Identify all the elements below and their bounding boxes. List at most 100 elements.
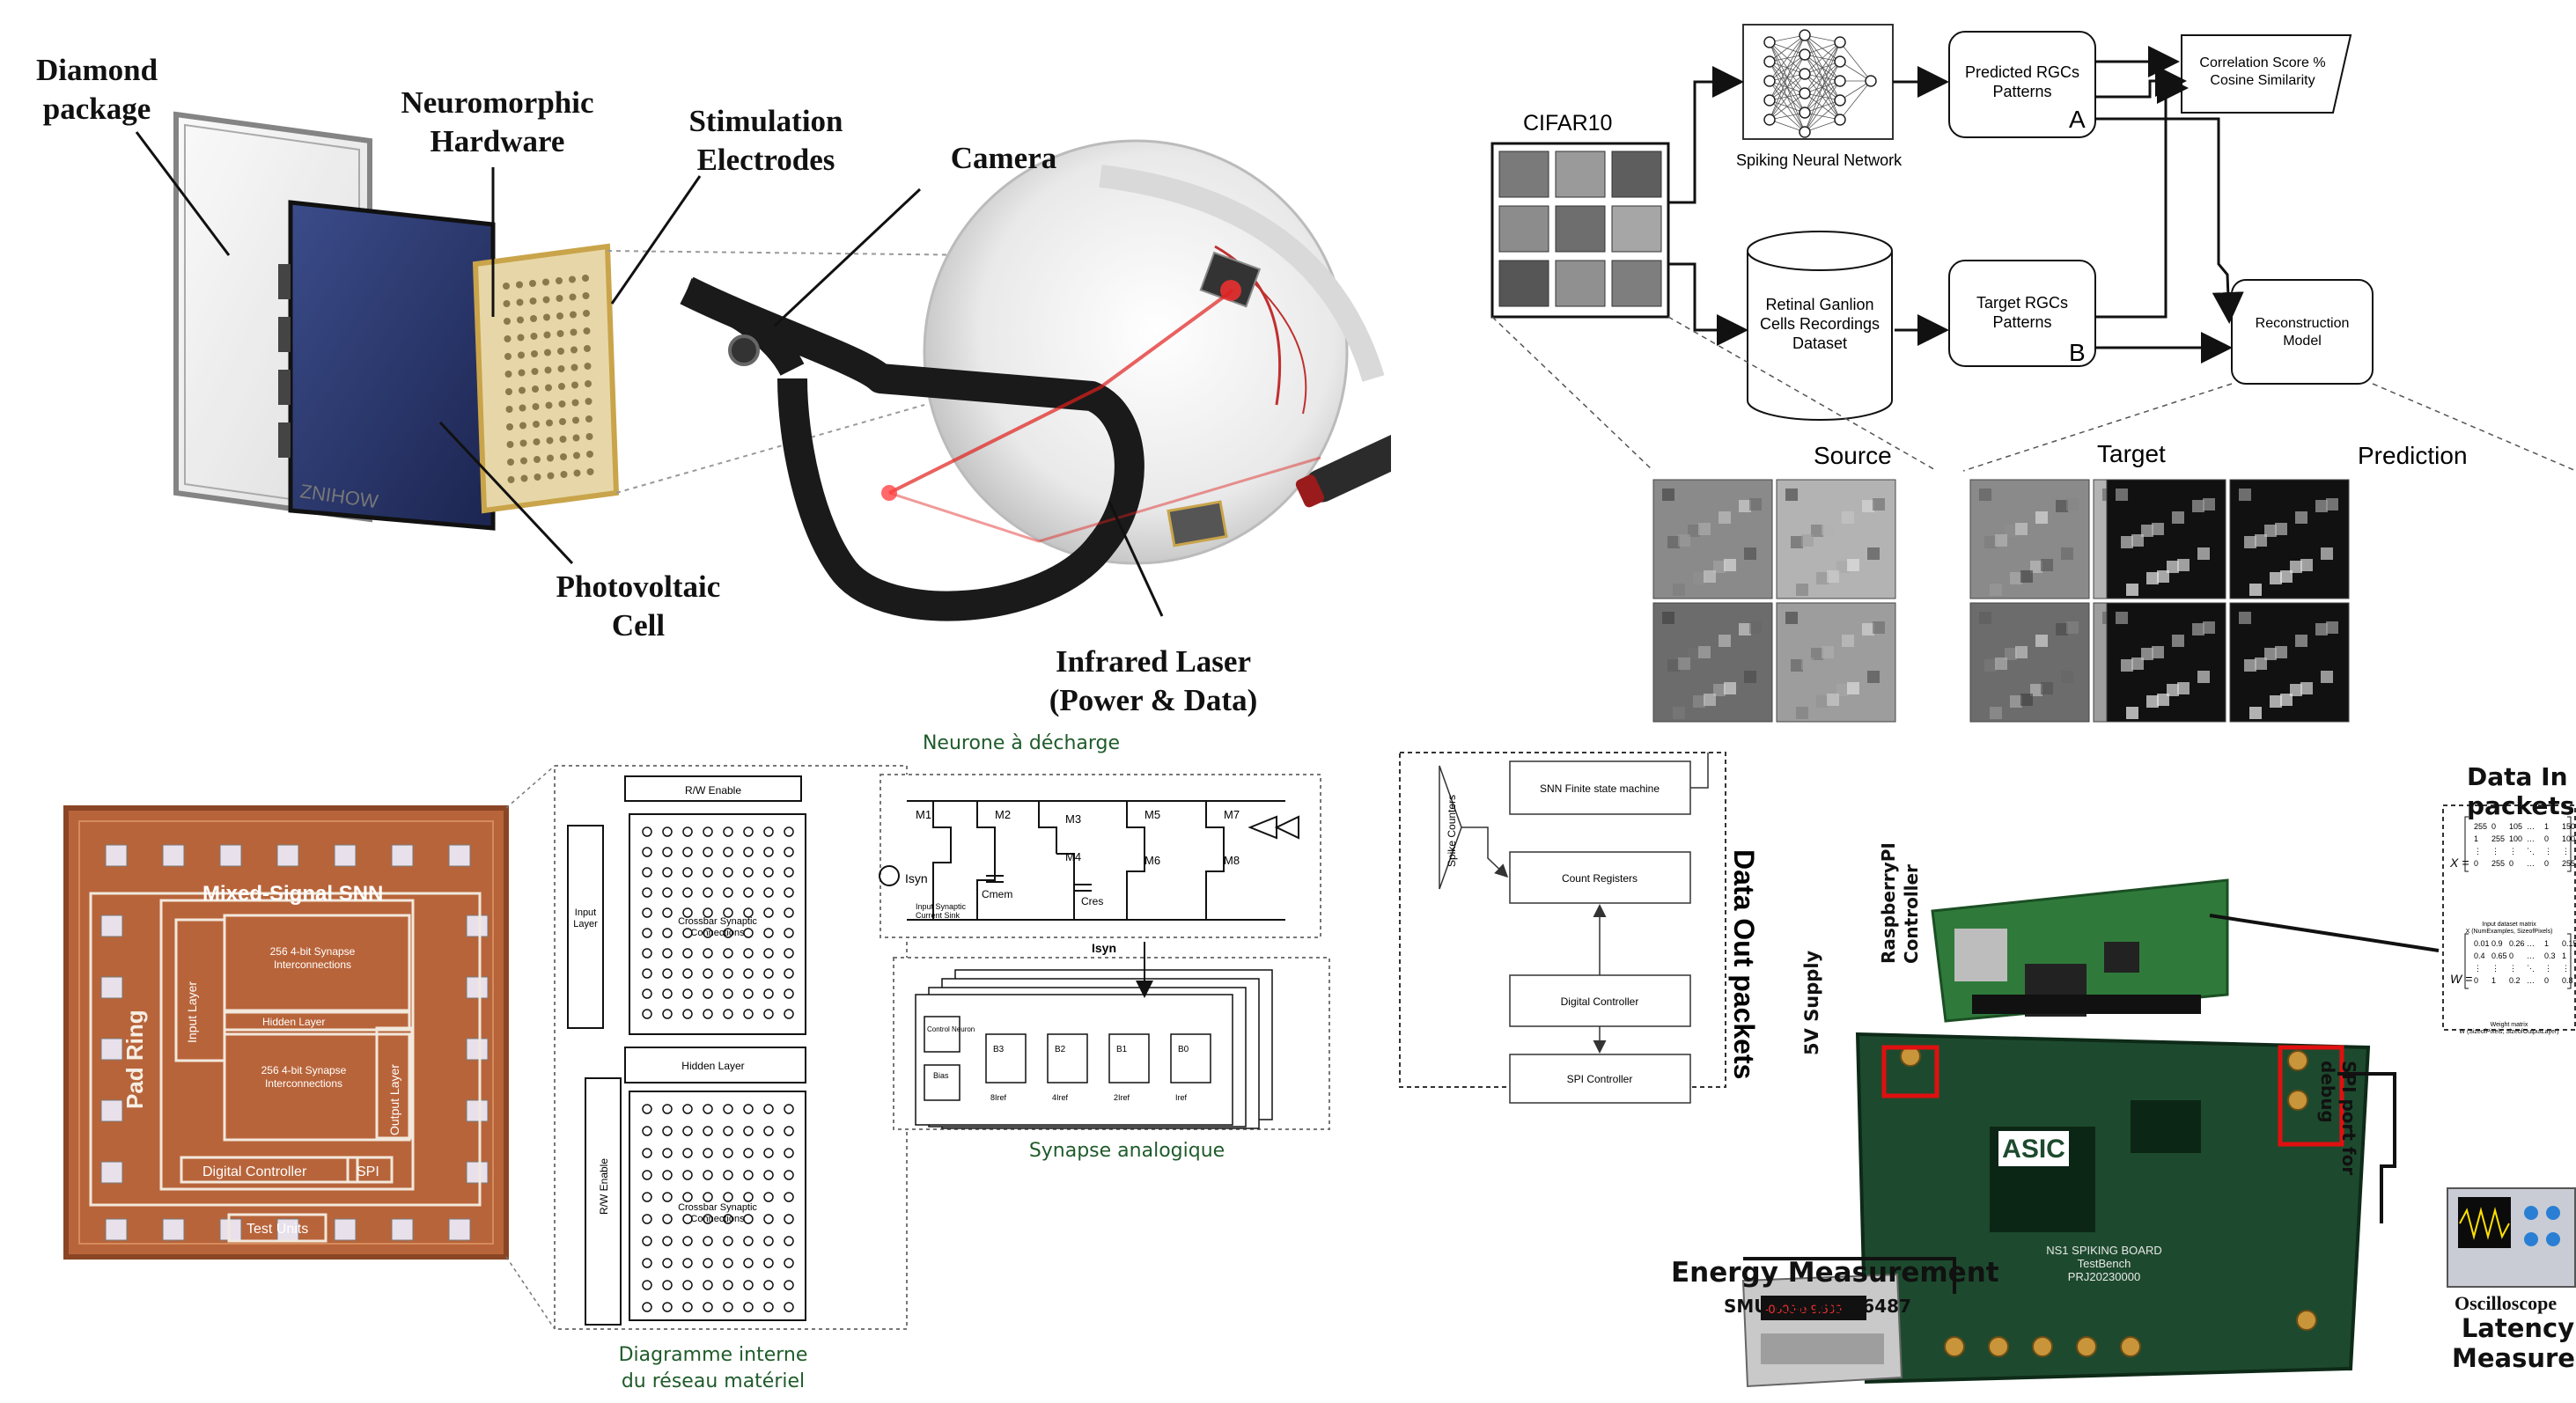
transistor-label: M5 (1144, 808, 1160, 821)
crossbar-node (642, 1126, 652, 1136)
crossbar-node (723, 1236, 733, 1246)
cifar-thumbnail (1611, 205, 1662, 253)
crossbar-node (703, 948, 713, 959)
snn-node (1763, 75, 1776, 87)
cifar-thumbnail (1555, 260, 1606, 307)
cifar-thumbnail (1498, 260, 1549, 307)
matrix-cell: 100 (2509, 834, 2522, 843)
neuron-title: Neurone à décharge (922, 732, 1121, 754)
crossbar-node (642, 907, 652, 918)
electrode (506, 441, 514, 448)
chip-title: Mixed-Signal SNN (202, 882, 383, 906)
electrode (532, 403, 540, 410)
crossbar-node (763, 1214, 774, 1224)
matrix-cell: … (2527, 976, 2535, 985)
crossbar-node (682, 1126, 693, 1136)
snn-node (1865, 75, 1877, 87)
crossbar-node (682, 1148, 693, 1158)
crossbar-node (784, 847, 794, 857)
crossbar-node (642, 1148, 652, 1158)
crossbar-node (662, 1170, 673, 1180)
cifar-thumbnails (1498, 151, 1662, 307)
snn-pipeline-panel: CIFAR10 Spiking Neural Network Predicted… (1391, 0, 2576, 731)
matrix-cell: 0.01 (2474, 939, 2490, 948)
crossbar-node (703, 1192, 713, 1202)
electrode (507, 476, 515, 483)
chip-spi: SPI (357, 1164, 379, 1179)
electrode (546, 419, 553, 427)
glasses-frame (680, 276, 1144, 621)
electrode (507, 459, 514, 466)
cifar-thumbnail (1498, 205, 1549, 253)
crossbar-node (703, 1280, 713, 1290)
crossbar-node (642, 1009, 652, 1019)
sma-connector (1944, 1336, 1965, 1357)
crossbar-node (743, 867, 754, 878)
crossbar-node (763, 1236, 774, 1246)
predicted-box (1948, 31, 2096, 138)
data-out-label: Data Out packets (1728, 849, 1760, 1079)
bit-label: B2 (1055, 1045, 1066, 1054)
crossbar-node (763, 1009, 774, 1019)
bond-pad (466, 976, 489, 999)
electrode (531, 368, 539, 375)
crossbar-node (763, 948, 774, 959)
transistor-label: M4 (1065, 850, 1081, 863)
crossbar-node (784, 1148, 794, 1158)
matrix-cell: 1 (2474, 834, 2478, 843)
pipeline-diagram: CIFAR10 Spiking Neural Network Predicted… (1490, 24, 2576, 723)
crossbar-node (642, 826, 652, 837)
pad-ring-outline (89, 892, 482, 1207)
crossbar-node (723, 1126, 733, 1136)
electrode (572, 434, 580, 442)
crossbar-node (682, 988, 693, 999)
electrode (559, 418, 566, 425)
electrode (505, 406, 513, 413)
crossbar-node (703, 1170, 713, 1180)
snn-node (1763, 94, 1776, 107)
crossbar-node (642, 1280, 652, 1290)
crossbar-node (723, 1148, 733, 1158)
bit-label: B3 (993, 1045, 1005, 1054)
crossbar-node (682, 1302, 693, 1312)
predicted-letter: A (2069, 106, 2086, 133)
crossbar-node (642, 847, 652, 857)
matrix-cell: ⋮ (2474, 847, 2482, 856)
electrode (585, 415, 592, 422)
snn-node (1834, 75, 1846, 87)
correlation-label: Correlation Score %Cosine Similarity (2199, 55, 2325, 88)
crossbar-node (703, 1126, 713, 1136)
neuromorphic-chip-shape (288, 200, 496, 531)
matrix-cell: 0 (2474, 859, 2478, 868)
chip-input-layer: Input Layer (185, 981, 199, 1043)
electrode (544, 349, 551, 356)
electrode (569, 293, 577, 301)
crossbar-node (763, 1104, 774, 1114)
digital-controller-label: Digital Controller (1561, 995, 1639, 1008)
fsm-box (1509, 760, 1691, 815)
test-board (1855, 1032, 2371, 1385)
matrix-cell: 0.8 (2562, 976, 2573, 985)
crossbar-node (743, 1280, 754, 1290)
crossbar-node (703, 1104, 713, 1114)
electrode (516, 298, 524, 306)
electrode (504, 335, 512, 342)
bond-pad (466, 1161, 489, 1184)
bond-pad (105, 1218, 128, 1241)
matrix-cell: 255 (2491, 859, 2505, 868)
crossbar-node (784, 907, 794, 918)
chip-test-units: Test Units (247, 1222, 308, 1237)
sma-connector (1988, 1336, 2009, 1357)
crossbar-node (682, 1009, 693, 1019)
electrode (518, 369, 526, 377)
electrode (529, 297, 537, 305)
bond-pad (466, 1099, 489, 1122)
crossbar-node (763, 887, 774, 898)
matrix-cell: 150 (2562, 822, 2575, 831)
snn-node (1834, 114, 1846, 126)
crossbar-node (784, 1280, 794, 1290)
smu-instrument: -0000·e-9.500 (1741, 1273, 1903, 1388)
crossbar-node (703, 847, 713, 857)
